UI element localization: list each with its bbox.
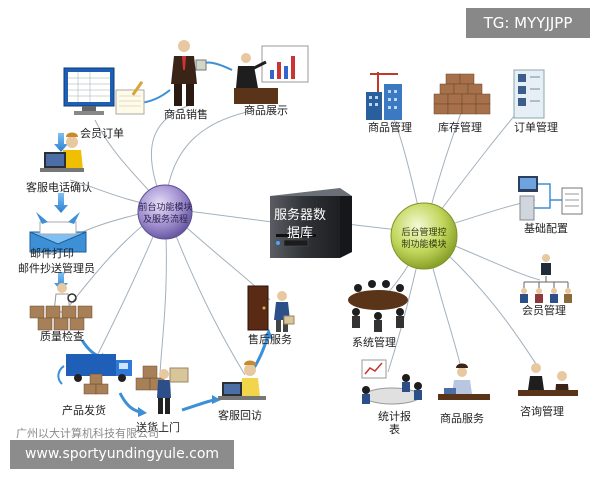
- label-mail-print: 邮件打印: [30, 247, 74, 260]
- consult-mgmt-icon: [518, 363, 578, 396]
- monitor-order-icon: [63, 67, 145, 115]
- label-cs-callback: 客服回访: [218, 409, 262, 422]
- left-hub-circle: [137, 184, 193, 240]
- right-hub-label: 后台管理控 制功能模块: [393, 227, 455, 251]
- delivery-truck-icon: [57, 354, 132, 395]
- right-hub-line2: 制功能模块: [401, 240, 447, 250]
- server-label-line2: 据库: [286, 226, 313, 241]
- flow-arrow-deliver-to-callback: [181, 398, 215, 412]
- label-basic-config: 基础配置: [524, 222, 568, 235]
- label-deliver-door: 送货上门: [136, 421, 180, 434]
- callback-agent-icon: [218, 360, 266, 400]
- flow-arrow-phone-to-mail: [54, 193, 68, 213]
- label-member-mgmt: 会员管理: [522, 304, 566, 317]
- flow-arrow-order-to-phone: [54, 133, 68, 152]
- member-org-chart-icon: [520, 254, 572, 303]
- label-product-sales: 商品销售: [164, 108, 208, 121]
- server-database-icon: [270, 188, 352, 258]
- label-stats-report-line2: 表: [389, 423, 400, 436]
- company-watermark: 广州以大计算机科技有限公司: [16, 427, 159, 440]
- label-product-ship: 产品发货: [62, 404, 106, 417]
- system-meeting-icon: [348, 280, 408, 332]
- label-product-mgmt: 商品管理: [368, 121, 412, 134]
- server-database-label: 服务器数 据库: [268, 207, 332, 243]
- label-consult-mgmt: 咨询管理: [520, 405, 564, 418]
- presenter-chart-icon: [234, 45, 309, 104]
- right-hub-line1: 后台管理控: [401, 228, 447, 238]
- after-sales-door-icon: [247, 285, 295, 332]
- url-banner: www.sportyundingyule.com: [10, 440, 234, 469]
- label-mail-copy-admin: 邮件抄送管理员: [18, 262, 95, 275]
- flow-arrow-ship-to-deliver: [118, 392, 141, 414]
- server-label-line1: 服务器数: [273, 208, 326, 223]
- stats-report-meeting-icon: [361, 359, 422, 405]
- left-hub-line2: 及服务流程: [142, 215, 188, 225]
- label-quality-check: 质量检查: [40, 330, 84, 343]
- courier-boxes-icon: [135, 365, 189, 414]
- label-system-mgmt: 系统管理: [352, 336, 396, 349]
- product-mgmt-building-icon: [366, 72, 402, 120]
- label-product-service: 商品服务: [440, 412, 484, 425]
- inventory-boxes-icon: [433, 73, 491, 115]
- left-hub-line1: 前台功能模块: [138, 203, 193, 213]
- right-hub-circle: [390, 202, 458, 270]
- order-mgmt-list-icon: [513, 69, 545, 119]
- basic-config-network-icon: [518, 176, 583, 221]
- salesman-icon: [171, 40, 207, 106]
- label-member-order: 会员订单: [80, 127, 124, 140]
- label-after-sales: 售后服务: [248, 333, 292, 346]
- watermark-tag: TG: MYYJJPP: [466, 8, 590, 38]
- customer-service-phone-icon: [40, 132, 84, 172]
- mail-print-icon: [29, 212, 87, 253]
- label-stats-report: 统计报 表: [378, 410, 411, 436]
- label-product-display: 商品展示: [244, 104, 288, 117]
- product-service-desk-icon: [438, 363, 490, 400]
- quality-inspector-icon: [29, 283, 93, 331]
- label-inventory-mgmt: 库存管理: [438, 121, 482, 134]
- label-order-mgmt: 订单管理: [514, 121, 558, 134]
- left-hub-label: 前台功能模块 及服务流程: [138, 202, 193, 226]
- label-cs-phone-confirm: 客服电话确认: [26, 181, 92, 194]
- label-stats-report-line1: 统计报: [378, 410, 411, 423]
